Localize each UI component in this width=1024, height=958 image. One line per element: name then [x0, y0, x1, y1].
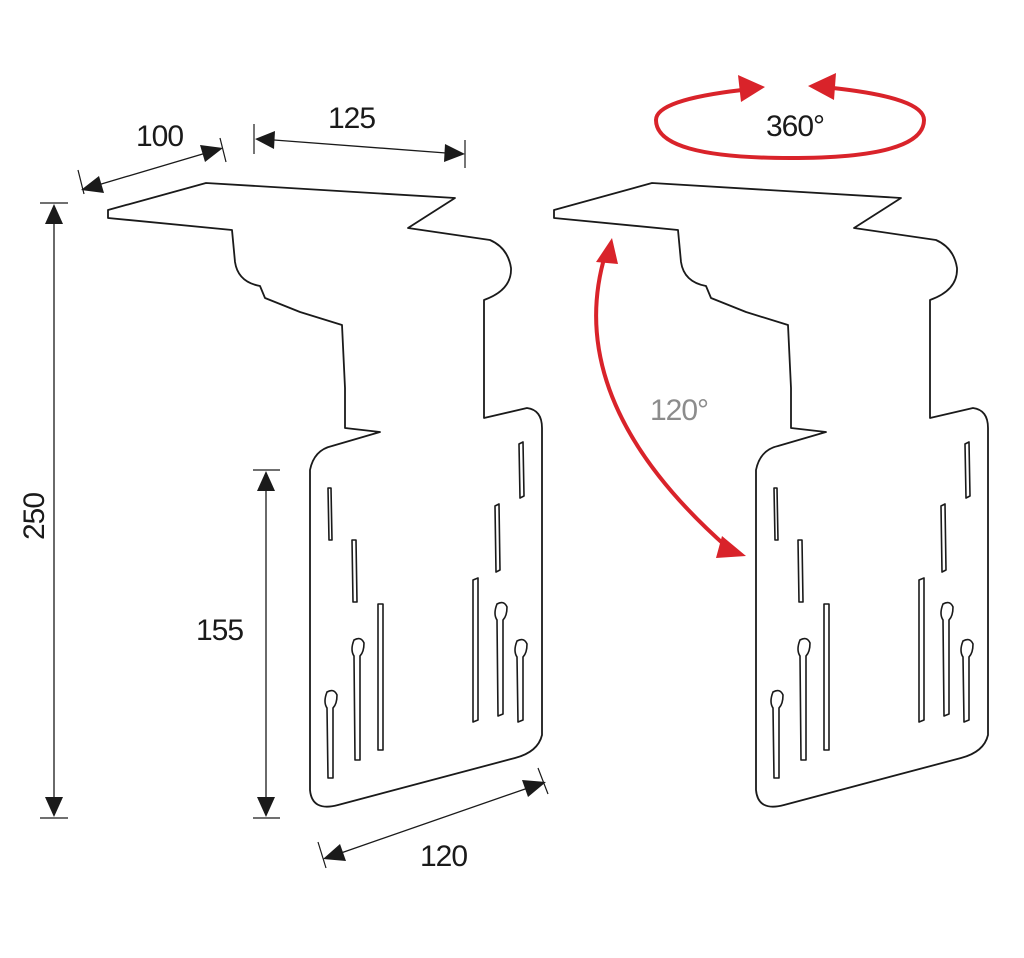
dimension-plate-height-label: 155	[196, 614, 243, 647]
bracket-right	[553, 182, 989, 808]
swivel-indicator: 360°	[653, 73, 927, 161]
swivel-arrowhead-right	[808, 73, 836, 100]
dimension-top-depth: 100	[77, 120, 227, 195]
dimension-total-height-label: 250	[18, 493, 51, 540]
swivel-arrowhead-left	[738, 75, 765, 102]
tilt-arc	[594, 250, 730, 550]
tilt-indicator: 120°	[594, 238, 746, 558]
tilt-angle-label: 120°	[650, 394, 708, 427]
tilt-arrowhead-bottom	[716, 536, 746, 558]
tilt-arrowhead-top	[596, 238, 618, 264]
dimension-plate-width: 120	[317, 767, 549, 873]
dimension-total-height: 250	[18, 202, 68, 819]
dimension-plate-height: 155	[196, 469, 280, 819]
swivel-arrow-left	[653, 86, 927, 161]
dimension-top-width: 125	[253, 102, 466, 168]
dimension-top-width-label: 125	[328, 102, 375, 135]
bracket-left	[107, 182, 543, 808]
dimension-top-depth-label: 100	[136, 120, 183, 153]
dimension-plate-width-label: 120	[420, 840, 467, 873]
swivel-angle-label: 360°	[766, 110, 824, 143]
